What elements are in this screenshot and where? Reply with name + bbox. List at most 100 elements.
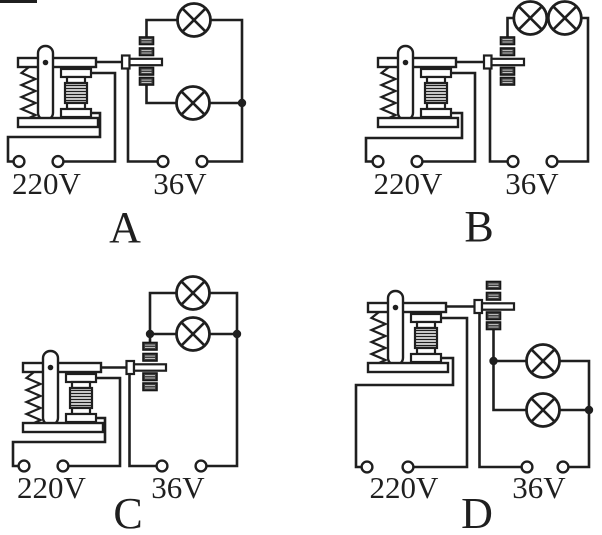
lamp-cross (180, 321, 206, 347)
contact-arm-plate (125, 359, 136, 376)
terminal (506, 154, 520, 169)
option-letter-label: C (113, 489, 142, 535)
contact-block (485, 291, 502, 301)
primary-voltage-label: 220V (17, 470, 87, 505)
primary-voltage-label: 220V (370, 470, 440, 505)
wire (206, 18, 244, 163)
spring-icon (368, 311, 389, 364)
scan-artifact (0, 0, 37, 3)
contact-block (138, 76, 155, 86)
relay-base-plate (376, 116, 460, 129)
contact-block (138, 47, 155, 57)
relay (21, 349, 105, 434)
terminal (56, 459, 70, 473)
lamp-cross (552, 5, 578, 31)
terminal (545, 154, 559, 169)
relay-base-plate (366, 361, 450, 374)
coil-flange-bottom (419, 107, 453, 119)
pivot-dot (402, 59, 409, 66)
contact-block (138, 66, 155, 76)
terminal (410, 154, 424, 169)
lamp-cross (517, 5, 543, 31)
terminal (17, 459, 31, 473)
contact-arm-strip (132, 363, 168, 372)
wire (126, 64, 159, 163)
wire (556, 16, 590, 163)
coil-flange-bottom (59, 107, 93, 119)
contact-block (138, 36, 155, 46)
option-letter-label: D (461, 489, 493, 535)
contact-assembly (473, 280, 516, 331)
relay (376, 44, 460, 129)
wire (205, 332, 239, 468)
option-letter-label: A (109, 203, 141, 252)
secondary-voltage-label: 36V (153, 166, 207, 201)
terminal (360, 460, 374, 474)
contact-assembly (482, 36, 526, 86)
contact-arm-plate (473, 298, 484, 315)
relay-base-plate (21, 421, 105, 434)
coil-flange-top (59, 67, 93, 79)
contact-arm-strip (480, 302, 516, 311)
contact-arm-strip (490, 57, 526, 67)
coil-flange-bottom (64, 412, 98, 424)
relay (16, 44, 100, 129)
wire (62, 71, 117, 163)
junction-dot (145, 329, 155, 339)
wire (488, 64, 509, 163)
lamp-cross (181, 7, 207, 33)
terminal (51, 154, 65, 169)
contact-block (142, 341, 158, 351)
lamp-icon (175, 275, 211, 311)
lamp-icon (176, 2, 212, 38)
lamp-icon (175, 85, 211, 121)
junction-dot (232, 329, 242, 339)
terminal (12, 154, 26, 169)
wire (492, 359, 528, 412)
contact-block (485, 311, 502, 321)
coil-flange-bottom (409, 352, 443, 364)
armature-post (396, 44, 415, 122)
coil-flange-top (419, 67, 453, 79)
terminal (194, 459, 208, 473)
panel-c: 220V 36V C (11, 275, 242, 535)
terminal (156, 154, 170, 169)
relay (366, 289, 450, 374)
wire (567, 408, 591, 469)
option-letter-label: B (464, 202, 493, 251)
lamp-icon (525, 343, 561, 379)
contact-assembly (125, 341, 168, 392)
primary-voltage-label: 220V (374, 166, 444, 201)
contact-block (499, 36, 516, 46)
lamp-icon (512, 0, 549, 36)
spring-icon (18, 66, 39, 119)
armature-lever (16, 56, 98, 69)
contact-block (142, 372, 158, 382)
contact-block (499, 66, 516, 76)
pivot-dot (47, 364, 54, 371)
wire (6, 111, 102, 163)
lamp-cross (180, 280, 206, 306)
armature-lever (21, 361, 103, 374)
wire (67, 376, 122, 468)
wire (478, 308, 523, 469)
spring-icon (378, 66, 399, 119)
armature-post (36, 44, 55, 122)
wire (412, 316, 469, 469)
coil-flange-top (64, 372, 98, 384)
lamp-icon (525, 392, 561, 428)
contact-block (142, 382, 158, 392)
primary-voltage-label: 220V (12, 166, 82, 201)
wire (421, 71, 477, 163)
terminal (195, 154, 209, 169)
contact-arm-plate (482, 54, 493, 70)
wire (354, 356, 455, 469)
wire (145, 83, 178, 105)
lamp-icon (546, 0, 583, 36)
wire (148, 291, 178, 336)
secondary-voltage-label: 36V (151, 470, 205, 505)
terminal (155, 459, 169, 473)
armature-lever (366, 301, 448, 314)
coil-flange-top (409, 312, 443, 324)
